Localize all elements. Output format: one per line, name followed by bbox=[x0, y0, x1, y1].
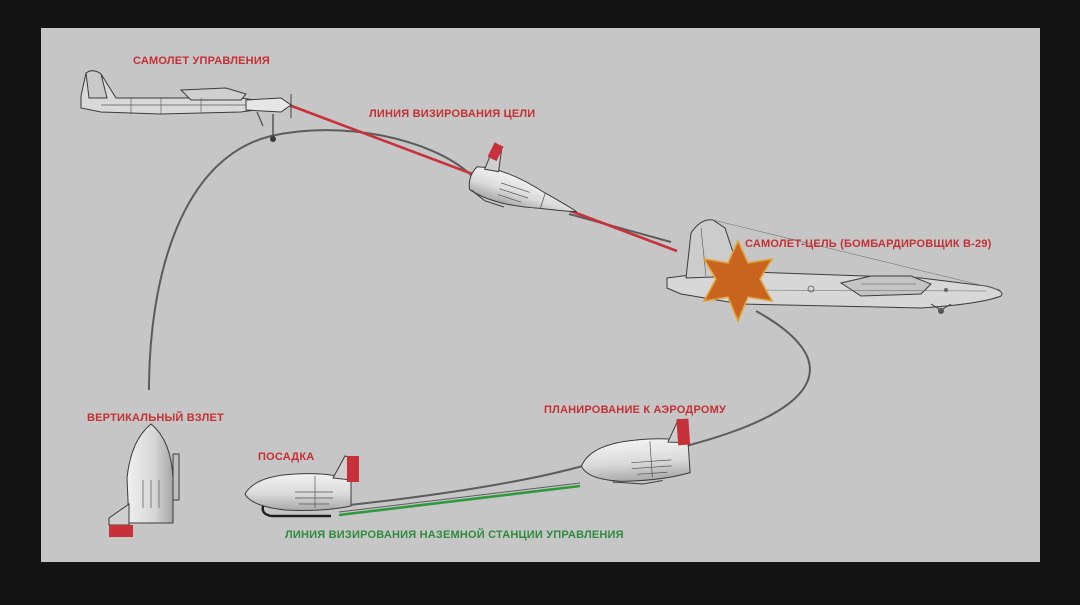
control-aircraft-label: САМОЛЕТ УПРАВЛЕНИЯ bbox=[133, 55, 271, 67]
ground-station-sightline-shadow bbox=[338, 482, 581, 513]
diagram-canvas bbox=[80, 70, 1003, 537]
target-aircraft-label: САМОЛЕТ-ЦЕЛЬ (БОМБАРДИРОВЩИК В-29) bbox=[745, 238, 992, 250]
flight-trajectory-3 bbox=[685, 310, 811, 447]
diagram-panel: САМОЛЕТ УПРАВЛЕНИЯ ЛИНИЯ ВИЗИРОВАНИЯ ЦЕЛ… bbox=[41, 28, 1040, 562]
flight-trajectory-2 bbox=[568, 213, 672, 243]
ground-station-sightline bbox=[338, 484, 581, 517]
control-aircraft-icon bbox=[80, 70, 292, 142]
glide-to-airfield-label: ПЛАНИРОВАНИЕ К АЭРОДРОМУ bbox=[544, 404, 727, 416]
vertical-takeoff-label: ВЕРТИКАЛЬНЫЙ ВЗЛЕТ bbox=[87, 412, 224, 424]
ground-sightline-label: ЛИНИЯ ВИЗИРОВАНИЯ НАЗЕМНОЙ СТАНЦИИ УПРАВ… bbox=[285, 529, 624, 541]
explosion-icon bbox=[702, 239, 774, 324]
interceptor-glide-icon bbox=[580, 418, 691, 485]
flight-trajectory bbox=[148, 129, 472, 391]
target-sightline-label: ЛИНИЯ ВИЗИРОВАНИЯ ЦЕЛИ bbox=[369, 108, 536, 120]
interceptor-vertical-icon bbox=[108, 423, 180, 537]
landing-label: ПОСАДКА bbox=[258, 451, 315, 463]
interceptor-landing-icon bbox=[244, 455, 359, 518]
interceptor-icon bbox=[468, 142, 578, 213]
